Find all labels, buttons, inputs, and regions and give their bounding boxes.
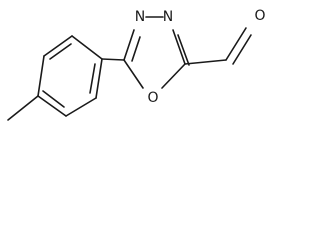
bond [95, 58, 103, 99]
bond [7, 95, 39, 121]
bond [172, 29, 186, 65]
nitrogen-atom-label: N [163, 9, 173, 25]
structure-canvas: N N O O [7, 8, 266, 121]
molecule-diagram: N N O O [7, 8, 266, 121]
bond [37, 55, 45, 97]
bond [71, 35, 103, 60]
bond [123, 59, 144, 89]
bond [42, 90, 65, 108]
bond [49, 43, 72, 60]
oxygen-ring-atom-label: O [147, 90, 158, 106]
oxygen-aldehyde-atom-label: O [254, 8, 265, 24]
bond [101, 58, 125, 61]
bond [161, 63, 186, 89]
bond [43, 35, 73, 57]
bond [123, 29, 135, 61]
bond [131, 36, 141, 62]
bond [89, 63, 96, 94]
bond [65, 97, 97, 117]
bonds [7, 16, 252, 121]
bond [37, 95, 67, 117]
bond [177, 34, 190, 66]
bond [232, 34, 252, 65]
bond [225, 27, 247, 61]
bond [184, 59, 227, 65]
atom-labels: N N O O [135, 8, 266, 106]
nitrogen-atom-label: N [135, 9, 145, 25]
